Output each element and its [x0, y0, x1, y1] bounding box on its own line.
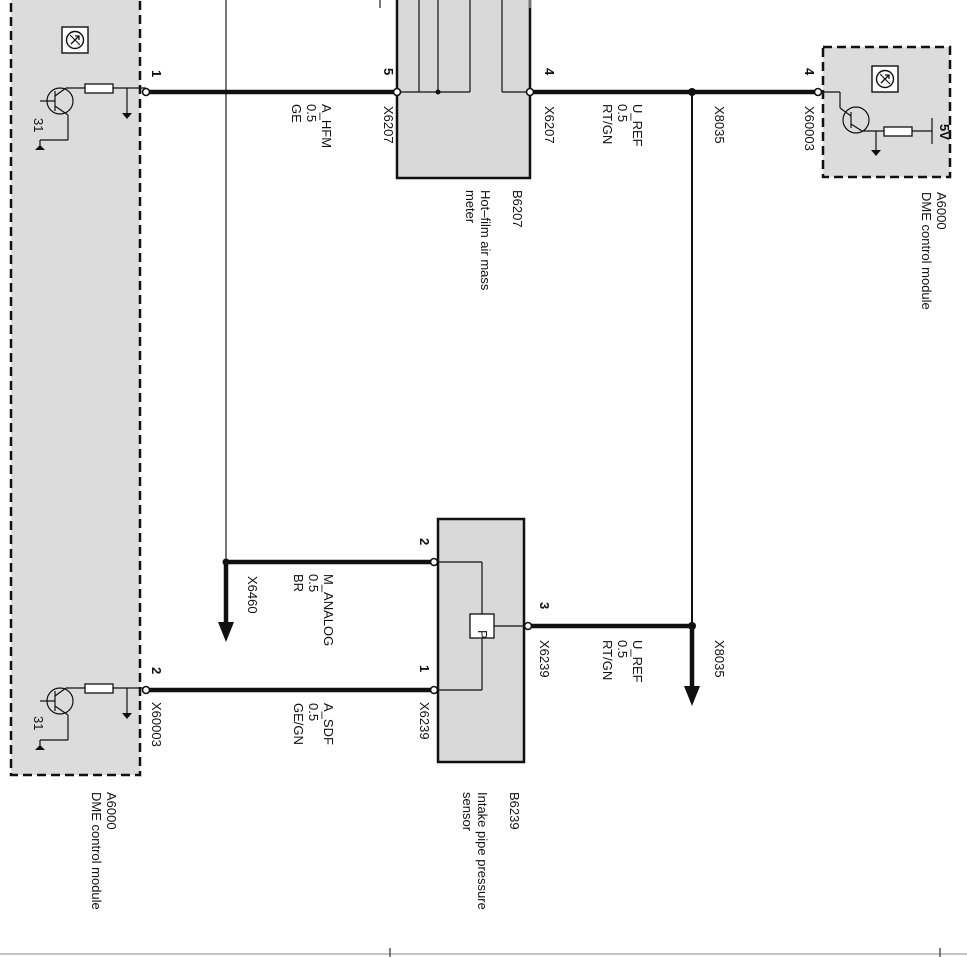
intake-pin-3: 3 — [537, 602, 552, 609]
intake-pin-2: 2 — [417, 538, 432, 545]
intake-sensor-box — [436, 517, 526, 764]
svg-text:A_SDF: A_SDF — [321, 703, 336, 745]
hfm-id: B6207 — [510, 190, 525, 228]
intake-name-line1: Intake pipe pressure — [475, 792, 490, 910]
chip-icon-right — [871, 65, 899, 93]
hfm-pin-5: 5 — [381, 68, 396, 75]
arrow-x8035 — [684, 686, 700, 706]
svg-text:RT/GN: RT/GN — [600, 640, 615, 680]
label-a-sdf: A_SDF 0.5 GE/GN — [291, 703, 336, 745]
hfm-connector-right: X6207 — [542, 106, 557, 144]
svg-text:0.5: 0.5 — [615, 640, 630, 658]
supply-stage-right — [818, 91, 933, 156]
dme-left-pin-2: 2 — [149, 667, 164, 674]
svg-text:0.5: 0.5 — [615, 104, 630, 122]
ground-label-31-bottom: 31 — [31, 716, 46, 730]
intake-connector-right: X6239 — [537, 640, 552, 678]
splice-x8035-top: X8035 — [712, 106, 727, 144]
svg-text:M_ANALOG: M_ANALOG — [321, 574, 336, 646]
label-a-hfm: A_HFM 0.5 GE — [289, 104, 334, 148]
dme-module-left-box — [9, 0, 142, 777]
splice-x8035-bottom: X8035 — [712, 640, 727, 678]
dme-left-id: A6000 — [104, 792, 119, 830]
intake-name-line2: sensor — [460, 792, 475, 832]
hfm-name-line2: meter — [463, 190, 478, 224]
label-u-ref-bottom: U_REF 0.5 RT/GN — [600, 640, 645, 683]
svg-text:BR: BR — [291, 574, 306, 592]
pressure-element-label: P — [475, 630, 490, 639]
dme-right-id: A6000 — [934, 192, 949, 230]
intake-sensor-internal — [436, 561, 526, 691]
splice-x6460: X6460 — [245, 576, 260, 614]
hfm-sensor-box — [395, 0, 532, 180]
svg-text:A_HFM: A_HFM — [319, 104, 334, 148]
intake-id: B6239 — [507, 792, 522, 830]
hfm-connector-left: X6207 — [381, 106, 396, 144]
label-u-ref-top: U_REF 0.5 RT/GN — [600, 104, 645, 147]
intake-pin-1: 1 — [417, 665, 432, 672]
svg-text:GE: GE — [289, 104, 304, 123]
hfm-internal-wiring — [400, 0, 528, 95]
dme-left-connector: X60003 — [149, 702, 164, 747]
dme-right-connector: X60003 — [802, 106, 817, 151]
output-stage-pin1 — [35, 83, 146, 150]
svg-text:GE/GN: GE/GN — [291, 703, 306, 745]
connector-pins — [141, 87, 823, 695]
ground-label-31-top: 31 — [31, 118, 46, 132]
dme-left-name: DME control module — [89, 792, 104, 910]
svg-text:0.5: 0.5 — [304, 104, 319, 122]
output-stage-pin2 — [35, 683, 146, 750]
chip-icon-left — [61, 26, 89, 54]
svg-text:U_REF: U_REF — [630, 640, 645, 683]
hfm-name-line1: Hot–film air mass — [478, 190, 493, 291]
dme-right-pin-4: 4 — [802, 68, 817, 76]
arrow-x6460 — [218, 622, 234, 642]
label-m-analog: M_ANALOG 0.5 BR — [291, 574, 336, 646]
hfm-pin-4: 4 — [542, 68, 557, 76]
supply-label-5v: 5V — [937, 124, 952, 140]
svg-text:RT/GN: RT/GN — [600, 104, 615, 144]
dme-right-name: DME control module — [919, 192, 934, 310]
intake-connector-left: X6239 — [417, 702, 432, 740]
page-border-bottom — [0, 948, 967, 957]
svg-text:0.5: 0.5 — [306, 703, 321, 721]
svg-text:U_REF: U_REF — [630, 104, 645, 147]
dme-left-pin-1: 1 — [149, 70, 164, 77]
splice-dot-x8035-top — [688, 88, 696, 96]
svg-text:0.5: 0.5 — [306, 574, 321, 592]
